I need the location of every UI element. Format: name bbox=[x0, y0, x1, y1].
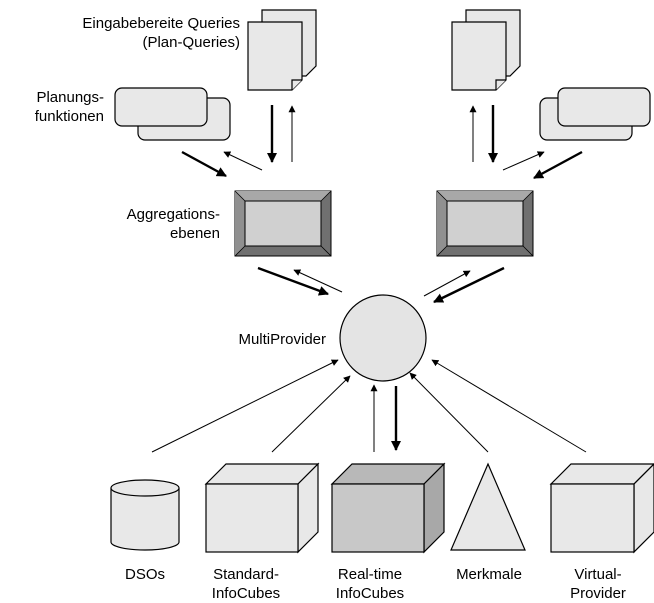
label-multiprovider-text: MultiProvider bbox=[238, 331, 326, 348]
label-aggregation-levels: Aggregations- ebenen bbox=[127, 205, 220, 243]
arrow-dso-to-multiprovider bbox=[151, 359, 339, 453]
label-virtual-provider-line2: Provider bbox=[570, 585, 626, 602]
planning-function-right bbox=[539, 87, 651, 141]
label-queries-line2: (Plan-Queries) bbox=[142, 34, 240, 51]
label-virtual-provider: Virtual- Provider bbox=[548, 565, 648, 603]
label-aggregation-levels-line1: Aggregations- bbox=[126, 206, 220, 223]
arrow-agg-to-planfunc-left bbox=[223, 151, 263, 171]
label-realtime-infocubes-line2: InfoCubes bbox=[335, 585, 405, 602]
arrow-multiprovider-to-agg-left bbox=[293, 269, 343, 293]
label-standard-infocubes-line2: InfoCubes bbox=[211, 585, 281, 602]
label-planning-functions-line1: Planungs- bbox=[36, 89, 104, 106]
label-queries: Eingabebereite Queries (Plan-Queries) bbox=[82, 14, 240, 52]
aggregation-level-left bbox=[234, 190, 332, 257]
arrow-multiprovider-to-agg-right bbox=[423, 270, 471, 297]
label-aggregation-levels-line2: ebenen bbox=[169, 225, 220, 242]
aggregation-level-right bbox=[436, 190, 534, 257]
label-realtime-infocubes: Real-time InfoCubes bbox=[320, 565, 420, 603]
arrow-standard-to-multiprovider bbox=[271, 375, 351, 453]
arrow-planfunc-to-agg-right bbox=[533, 150, 583, 180]
label-queries-line1: Eingabebereite Queries bbox=[82, 15, 240, 32]
query-document-left bbox=[247, 9, 317, 91]
arrow-agg-to-planfunc-right bbox=[502, 151, 545, 171]
virtual-provider-cube bbox=[549, 463, 654, 554]
realtime-infocube bbox=[330, 462, 446, 554]
arrow-virtual-to-multiprovider bbox=[431, 359, 587, 453]
multiprovider-circle bbox=[339, 294, 427, 382]
label-realtime-infocubes-line1: Real-time bbox=[337, 566, 403, 583]
label-planning-functions: Planungs- funktionen bbox=[35, 88, 104, 126]
arrow-agg-to-multiprovider-right bbox=[433, 266, 505, 304]
label-virtual-provider-line1: Virtual- bbox=[574, 566, 622, 583]
label-dsos: DSOs bbox=[110, 565, 180, 584]
dso-cylinder bbox=[110, 479, 180, 551]
label-standard-infocubes-line1: Standard- bbox=[213, 566, 279, 583]
arrow-merkmale-to-multiprovider bbox=[409, 372, 489, 453]
standard-infocube bbox=[204, 462, 320, 554]
arrow-planfunc-to-agg-left bbox=[181, 150, 227, 178]
label-dsos-text: DSOs bbox=[124, 566, 165, 583]
label-multiprovider: MultiProvider bbox=[238, 330, 326, 349]
query-document-right bbox=[451, 9, 521, 91]
label-standard-infocubes: Standard- InfoCubes bbox=[196, 565, 296, 603]
merkmale-triangle bbox=[450, 462, 526, 551]
planning-function-left bbox=[114, 87, 231, 141]
label-planning-functions-line2: funktionen bbox=[34, 108, 104, 125]
label-merkmale-text: Merkmale bbox=[456, 566, 522, 583]
arrow-agg-to-multiprovider-left bbox=[257, 266, 329, 296]
label-merkmale: Merkmale bbox=[436, 565, 542, 584]
